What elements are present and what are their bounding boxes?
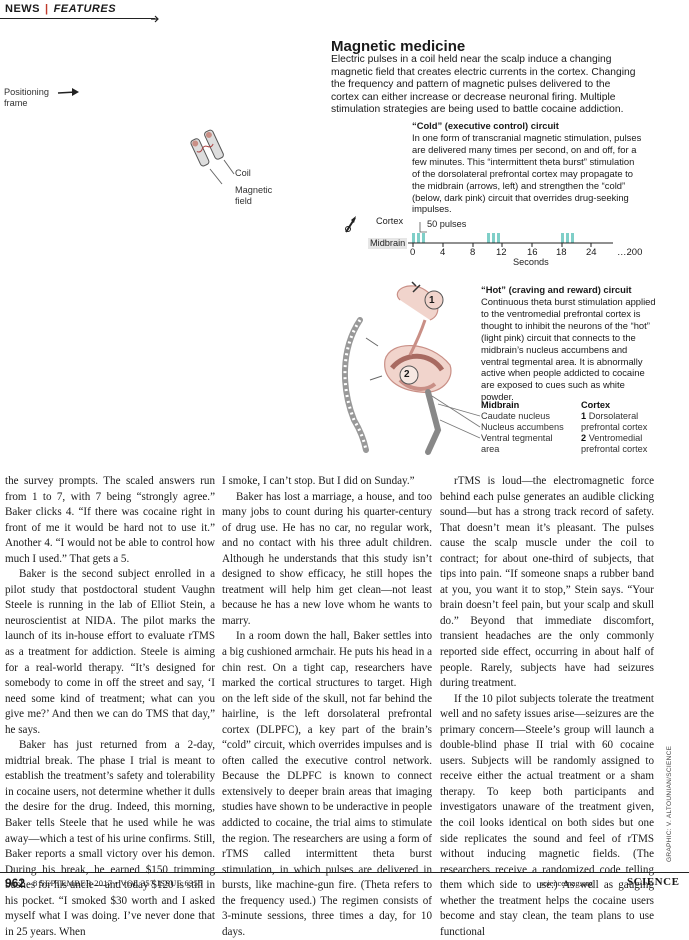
pulse-timeline bbox=[408, 222, 613, 247]
pulse-burst-2 bbox=[487, 233, 500, 243]
paragraph: the survey prompts. The scaled answers r… bbox=[5, 475, 215, 565]
tick-24: 24 bbox=[586, 247, 597, 258]
paragraph: In a room down the hall, Baker settles i… bbox=[222, 630, 432, 938]
hot-circuit-text: Continuous theta burst stimulation appli… bbox=[481, 296, 656, 403]
article-column-1: the survey prompts. The scaled answers r… bbox=[5, 474, 215, 940]
issue-date: 8 SEPTEMBER 2017 • VOL 357 ISSUE 6355 bbox=[33, 878, 203, 888]
marker-1: 1 bbox=[429, 295, 435, 306]
small-coil-icon bbox=[345, 216, 356, 233]
tick-18: 18 bbox=[556, 247, 567, 258]
pulses-label: 50 pulses bbox=[427, 219, 467, 229]
legend-cortex-title: Cortex bbox=[581, 400, 611, 410]
cortex-row-label: Cortex bbox=[376, 216, 404, 226]
tick-16: 16 bbox=[527, 247, 538, 258]
pulse-burst-3 bbox=[561, 233, 574, 243]
tick-0: 0 bbox=[410, 247, 416, 258]
legend-midbrain: Midbrain Caudate nucleus Nucleus accumbe… bbox=[481, 400, 564, 455]
legend-vta-cont: area bbox=[481, 444, 500, 454]
legend-dlpfc: 1 Dorsolateral bbox=[581, 411, 639, 421]
brain-illustration bbox=[341, 281, 481, 455]
pulse-burst-1 bbox=[412, 233, 425, 243]
article-column-2: I smoke, I can’t stop. But I did on Sund… bbox=[222, 474, 432, 940]
tick-8: 8 bbox=[470, 247, 476, 258]
legend-vmpfc: 2 Ventromedial bbox=[581, 433, 643, 443]
section-name: NEWS bbox=[5, 3, 40, 15]
legend-midbrain-title: Midbrain bbox=[481, 400, 520, 410]
legend-dlpfc-cont: prefrontal cortex bbox=[581, 422, 648, 432]
figure-intro: Electric pulses in a coil held near the … bbox=[331, 54, 636, 116]
section-header: NEWS | FEATURES bbox=[5, 3, 116, 15]
midbrain-row-label: Midbrain bbox=[368, 238, 408, 249]
paragraph: rTMS is loud—the electromagnetic force b… bbox=[440, 475, 654, 690]
legend-vta: Ventral tegmental bbox=[481, 433, 553, 443]
figure-title: Magnetic medicine bbox=[331, 38, 466, 55]
tick-4: 4 bbox=[440, 247, 446, 258]
subsection-name: FEATURES bbox=[53, 3, 117, 15]
positioning-frame-arrow-icon bbox=[57, 88, 79, 96]
footer-rule bbox=[0, 872, 689, 873]
legend-cortex: Cortex 1 Dorsolateral prefrontal cortex … bbox=[581, 400, 647, 455]
cold-circuit-text: In one form of transcranial magnetic sti… bbox=[412, 132, 642, 215]
coil-illustration bbox=[190, 129, 235, 185]
legend-vmpfc-cont: prefrontal cortex bbox=[581, 444, 648, 454]
paragraph: Baker is the second subject enrolled in … bbox=[5, 568, 215, 736]
article-column-3: rTMS is loud—the electromagnetic force b… bbox=[440, 474, 654, 940]
cold-circuit-heading: “Cold” (executive control) circuit bbox=[412, 120, 559, 131]
seconds-axis-label: Seconds bbox=[513, 257, 549, 267]
paragraph: I smoke, I can’t stop. But I did on Sund… bbox=[222, 475, 415, 487]
header-rule bbox=[0, 18, 155, 19]
graphic-credit: GRAPHIC: V. ALTOUNIAN/SCIENCE bbox=[666, 745, 673, 862]
legend-nucleus-accumbens: Nucleus accumbens bbox=[481, 422, 564, 432]
paragraph: If the 10 pilot subjects tolerate the tr… bbox=[440, 692, 654, 938]
hot-circuit-heading: “Hot” (craving and reward) circuit bbox=[481, 284, 632, 295]
legend-caudate: Caudate nucleus bbox=[481, 411, 550, 421]
coil-label: Coil bbox=[235, 168, 251, 178]
header-divider: | bbox=[45, 3, 49, 15]
paragraph: Baker has just returned from a 2-day, mi… bbox=[5, 739, 215, 938]
tick-200: …200 bbox=[617, 247, 643, 258]
header-rule-arrow-icon bbox=[151, 15, 159, 23]
tick-12: 12 bbox=[496, 247, 507, 258]
paragraph: Baker has lost a marriage, a house, and … bbox=[222, 490, 432, 627]
marker-2: 2 bbox=[404, 369, 410, 380]
website: sciencemag.org bbox=[540, 878, 593, 888]
journal-name: SCIENCE bbox=[627, 876, 680, 888]
page-number: 962 bbox=[5, 876, 26, 890]
